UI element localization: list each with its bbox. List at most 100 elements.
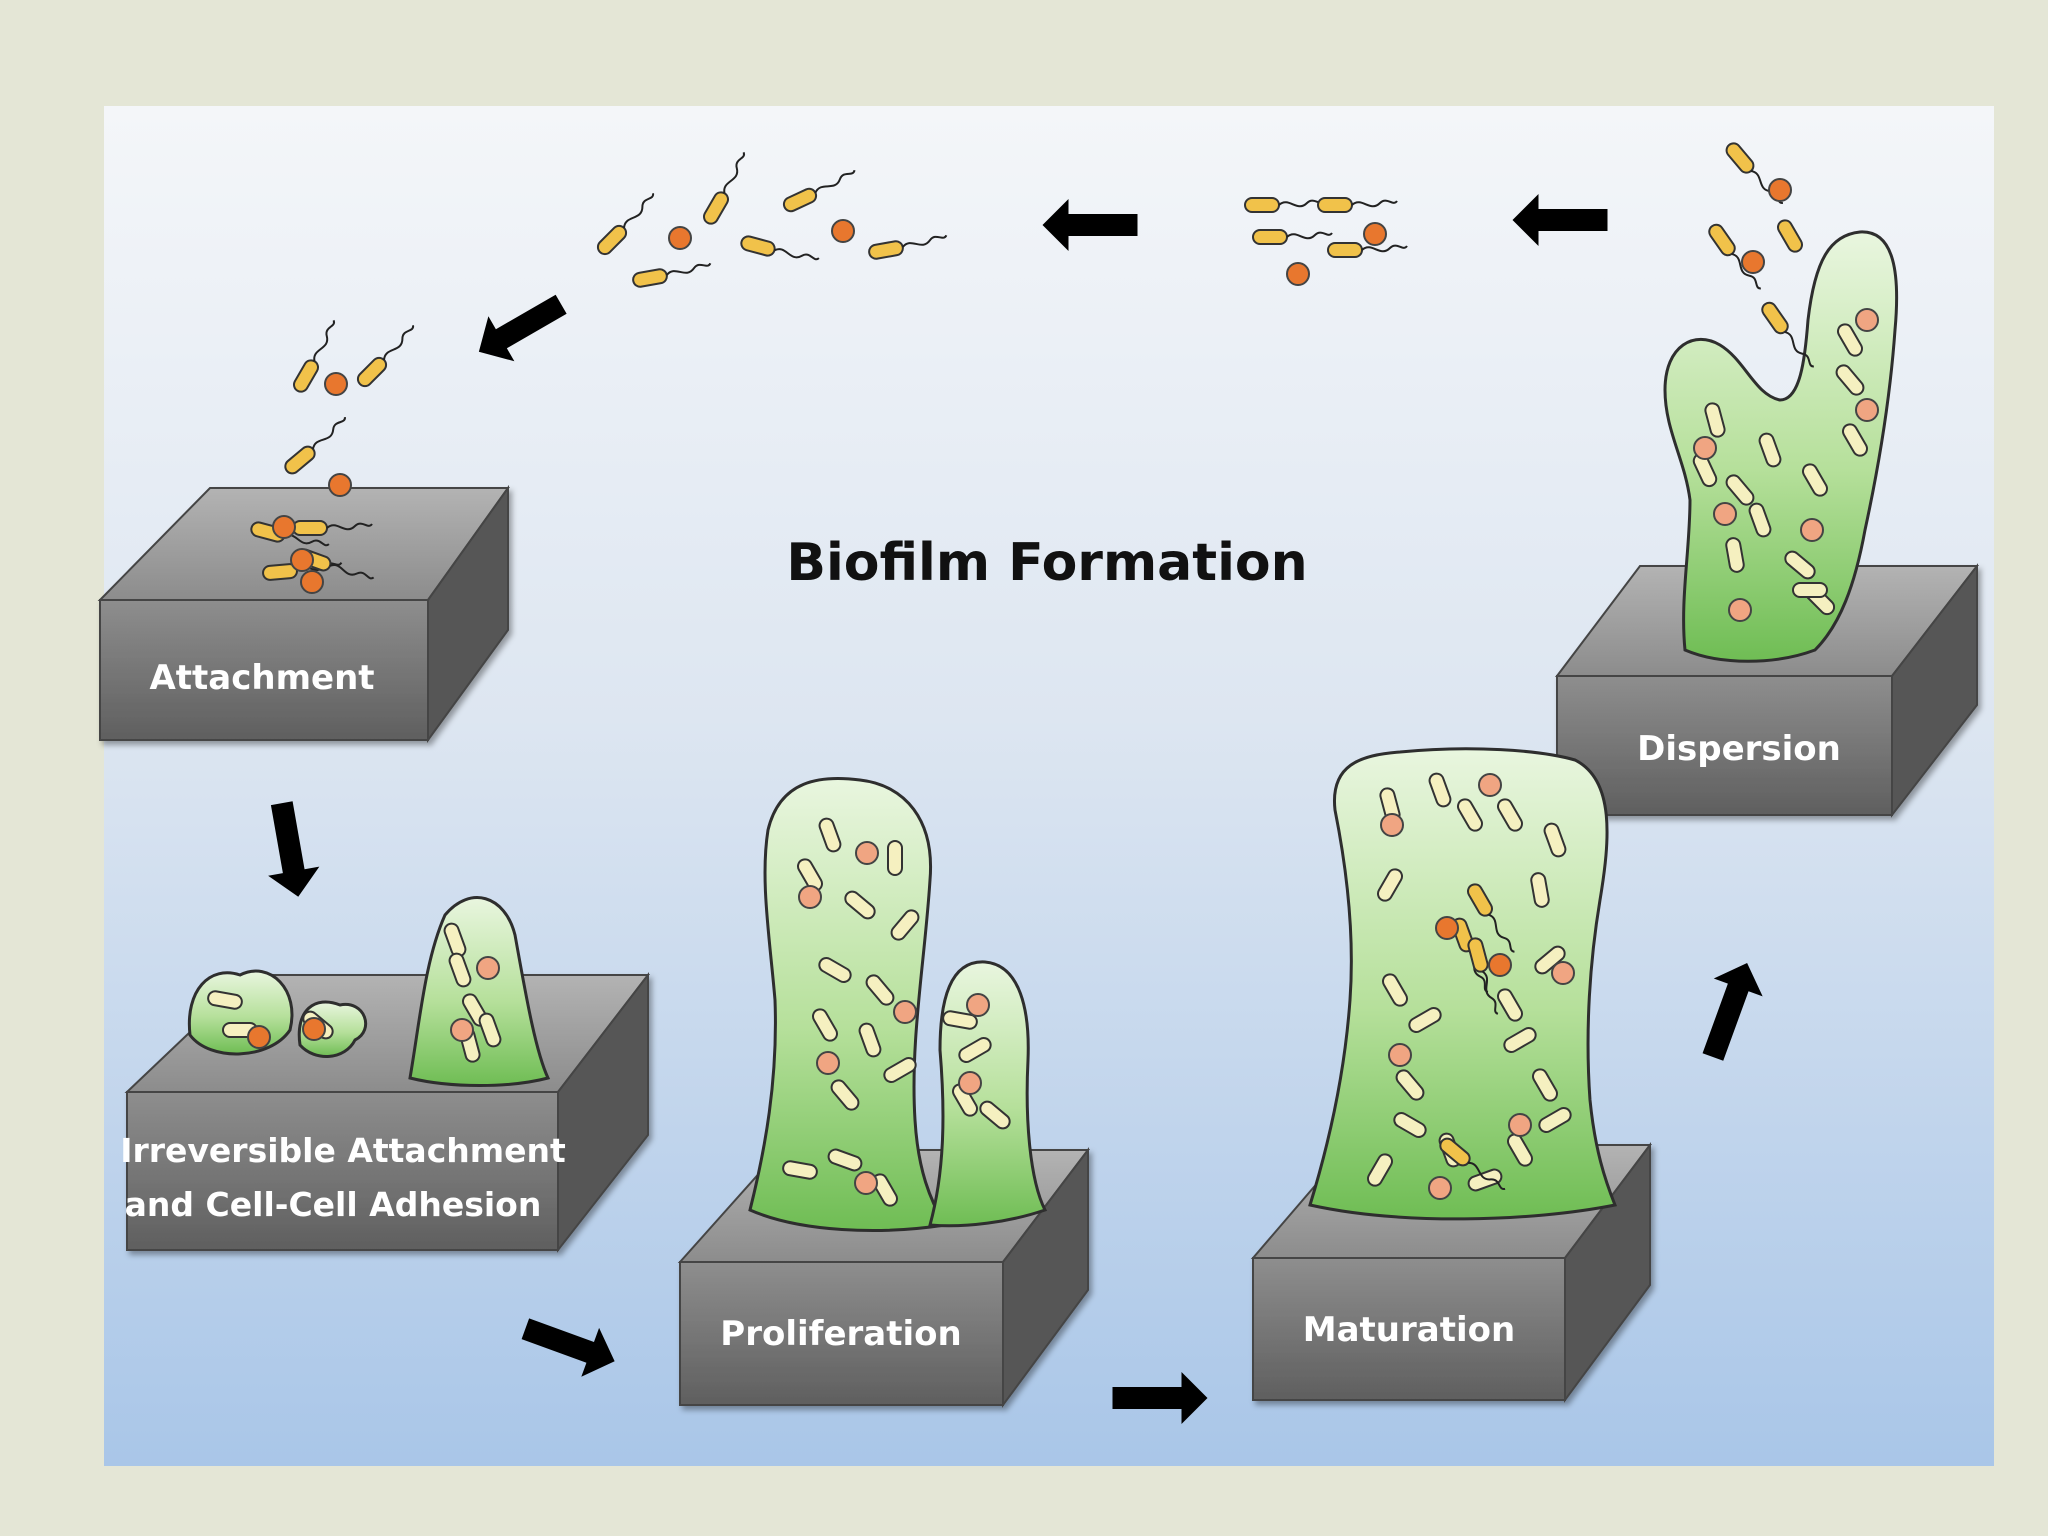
- rod-bacterium-icon: [448, 952, 472, 988]
- rod-bacterium-icon: [865, 974, 895, 1006]
- round-cell-icon: [1428, 1176, 1452, 1200]
- rod-bacterium-icon: [1327, 242, 1408, 258]
- rod-bacterium-icon: [1428, 772, 1452, 808]
- arrow-icon: [1512, 194, 1608, 246]
- rod-bacterium-icon: [1467, 1168, 1503, 1192]
- round-cell-icon: [893, 1000, 917, 1024]
- round-cell-icon: [1435, 916, 1459, 940]
- round-cell-icon: [1713, 502, 1737, 526]
- round-cell-icon: [324, 372, 348, 396]
- round-cell-icon: [855, 841, 879, 865]
- rod-bacterium-icon: [207, 990, 243, 1010]
- rod-bacterium-icon: [1532, 1068, 1558, 1102]
- arrow-icon: [478, 294, 567, 362]
- stage-label-proliferation: Proliferation: [720, 1314, 961, 1354]
- rod-bacterium-icon: [284, 416, 346, 475]
- round-cell-icon: [831, 219, 855, 243]
- round-cell-icon: [1855, 398, 1879, 422]
- rod-bacterium-icon: [958, 1037, 992, 1063]
- rod-bacterium-icon: [887, 840, 903, 876]
- round-cell-icon: [958, 1071, 982, 1095]
- rod-bacterium-icon: [703, 151, 746, 225]
- stage-label-irreversible-line2: and Cell-Cell Adhesion: [125, 1185, 542, 1224]
- arrow-icon: [1702, 963, 1763, 1061]
- rod-bacterium-icon: [632, 262, 712, 288]
- flow-arrows: [268, 194, 1763, 1424]
- rod-bacterium-icon: [782, 169, 856, 213]
- rod-bacterium-icon: [1725, 474, 1755, 506]
- rod-bacterium-icon: [1497, 988, 1523, 1022]
- rod-bacterium-icon: [812, 1008, 838, 1042]
- rod-bacterium-icon: [1758, 432, 1782, 468]
- rod-bacterium-icon: [1842, 423, 1868, 457]
- bacteria-cells: [207, 142, 1879, 1207]
- rod-bacterium-icon: [1497, 798, 1523, 832]
- round-cell-icon: [1286, 262, 1310, 286]
- round-cell-icon: [1363, 222, 1387, 246]
- round-cell-icon: [1768, 178, 1792, 202]
- rod-bacterium-icon: [952, 1083, 978, 1117]
- rod-bacterium-icon: [1457, 798, 1483, 832]
- rod-bacterium-icon: [1367, 1153, 1393, 1187]
- rod-bacterium-icon: [1725, 537, 1745, 573]
- diagram-title: Biofilm Formation: [786, 533, 1307, 593]
- round-cell-icon: [1800, 518, 1824, 542]
- round-cell-icon: [1488, 953, 1512, 977]
- rod-bacterium-icon: [1761, 301, 1815, 368]
- rod-bacterium-icon: [1408, 1007, 1442, 1033]
- rod-bacterium-icon: [827, 1148, 863, 1172]
- rod-bacterium-icon: [1802, 463, 1828, 497]
- rod-bacterium-icon: [1708, 223, 1762, 290]
- rod-bacterium-icon: [1252, 229, 1333, 245]
- stage-label-attachment: Attachment: [149, 658, 374, 698]
- rod-bacterium-icon: [1467, 883, 1515, 953]
- rod-bacterium-icon: [1837, 323, 1863, 357]
- rod-bacterium-icon: [1467, 937, 1499, 1015]
- round-cell-icon: [1508, 1113, 1532, 1137]
- round-cell-icon: [1728, 598, 1752, 622]
- stage-label-irreversible-line1: Irreversible Attachment: [120, 1131, 566, 1170]
- rod-bacterium-icon: [1777, 219, 1803, 253]
- round-cell-icon: [450, 1018, 474, 1042]
- arrow-icon: [521, 1318, 615, 1377]
- rod-bacterium-icon: [1530, 872, 1550, 908]
- round-cell-icon: [798, 885, 822, 909]
- round-cell-icon: [1693, 436, 1717, 460]
- rod-bacterium-icon: [1439, 1137, 1506, 1190]
- dispersion-biofilm: [1663, 230, 1899, 663]
- round-cell-icon: [247, 1025, 271, 1049]
- rod-bacterium-icon: [1507, 1133, 1533, 1167]
- rod-bacterium-icon: [293, 319, 336, 393]
- rod-bacterium-icon: [1748, 502, 1772, 538]
- round-cell-icon: [1741, 250, 1765, 274]
- rod-bacterium-icon: [478, 1012, 502, 1048]
- round-cell-icon: [302, 1017, 326, 1041]
- rod-bacterium-icon: [740, 235, 820, 261]
- round-cell-icon: [668, 226, 692, 250]
- rod-bacterium-icon: [818, 957, 852, 983]
- rod-bacterium-icon: [596, 193, 655, 256]
- rod-bacterium-icon: [858, 1022, 882, 1058]
- round-cell-icon: [300, 570, 324, 594]
- round-cell-icon: [1388, 1043, 1412, 1067]
- stage-label-maturation: Maturation: [1303, 1310, 1515, 1350]
- rod-bacterium-icon: [1784, 550, 1816, 580]
- stage-label-dispersion: Dispersion: [1637, 729, 1841, 769]
- maturation-biofilm: [1308, 747, 1618, 1221]
- rod-bacterium-icon: [844, 890, 876, 920]
- rod-bacterium-icon: [1395, 1069, 1425, 1101]
- round-cell-icon: [272, 515, 296, 539]
- rod-bacterium-icon: [1538, 1107, 1572, 1133]
- round-cell-icon: [854, 1171, 878, 1195]
- rod-bacterium-icon: [1503, 1027, 1537, 1053]
- rod-bacterium-icon: [1382, 973, 1408, 1007]
- round-cell-icon: [1551, 961, 1575, 985]
- round-cell-icon: [816, 1051, 840, 1075]
- attachment-block: [97, 484, 510, 744]
- rod-bacterium-icon: [1543, 822, 1567, 858]
- rod-bacterium-icon: [830, 1079, 860, 1111]
- round-cell-icon: [966, 993, 990, 1017]
- rod-bacterium-icon: [942, 1010, 978, 1030]
- rod-bacterium-icon: [883, 1057, 917, 1083]
